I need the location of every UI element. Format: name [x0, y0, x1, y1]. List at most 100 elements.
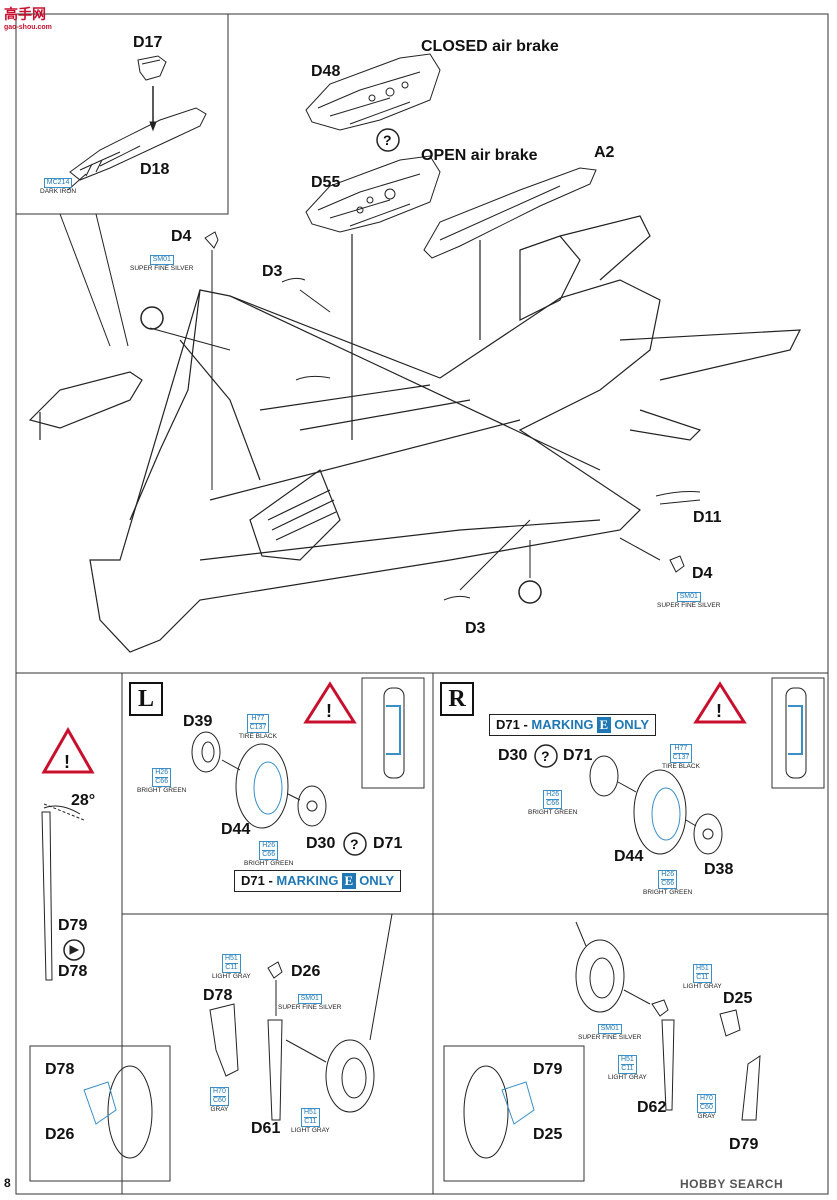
paint-h51-right-b-code2: C11 — [620, 1064, 634, 1072]
part-d26-label: D26 — [291, 963, 321, 980]
paint-sm01-a-name: SUPER FINE SILVER — [130, 265, 194, 272]
paint-h51-right-a-name: LIGHT GRAY — [683, 983, 722, 990]
paint-h77-right-code: H77 — [674, 745, 688, 752]
paint-sm01-b-name: SUPER FINE SILVER — [657, 602, 721, 609]
paint-h70-left-code2: C60 — [213, 1096, 226, 1104]
paint-h51-left-a-name: LIGHT GRAY — [212, 973, 251, 980]
inset-d79-label: D79 — [533, 1061, 563, 1078]
site-logo-text: 高手网 — [4, 6, 46, 22]
part-d3-bottom-label: D3 — [465, 620, 486, 637]
part-d18-label: D18 — [140, 161, 170, 178]
left-side-marker: L — [129, 682, 163, 716]
choice-circles — [343, 744, 558, 856]
paint-sm01-left-gear-code: SM01 — [297, 994, 322, 1004]
marking-left-word: MARKING — [276, 873, 339, 888]
wheel-side-views — [383, 687, 807, 779]
left-wheel-drawing — [191, 731, 327, 829]
inset-d78-label: D78 — [45, 1061, 75, 1078]
paint-h77-right-code2: C137 — [672, 753, 690, 761]
part-d44-right-label: D44 — [614, 848, 644, 865]
site-url: gao-shou.com — [4, 24, 52, 31]
right-side-marker: R — [440, 682, 474, 716]
paint-sm01-right-gear: SM01 SUPER FINE SILVER — [578, 1024, 641, 1042]
intake-parts-drawing — [67, 55, 207, 191]
part-d55-label: D55 — [311, 174, 341, 191]
paint-h51-right-b-name: LIGHT GRAY — [608, 1074, 647, 1081]
airframe-drawing — [28, 215, 801, 653]
paint-mc214: MC214 DARK IRON — [40, 178, 76, 196]
right-gear-drawing — [463, 921, 761, 1159]
paint-h26-right-b-name: BRIGHT GREEN — [643, 889, 693, 896]
paint-h26-left-b-code2: C66 — [262, 850, 276, 858]
paint-h26-right-a-code2: C66 — [546, 799, 560, 807]
paint-h70-right-name: GRAY — [697, 1113, 716, 1120]
paint-mc214-code: MC214 — [43, 178, 73, 188]
strut-angle-label: 28° — [71, 792, 96, 809]
paint-h77-left-code2: C137 — [249, 723, 267, 731]
paint-h26-right-a-name: BRIGHT GREEN — [528, 809, 578, 816]
paint-sm01-right-gear-name: SUPER FINE SILVER — [578, 1034, 642, 1041]
inset-d26-label: D26 — [45, 1126, 75, 1143]
part-d25-label: D25 — [723, 990, 753, 1007]
marking-right-suffix: ONLY — [614, 717, 650, 732]
part-d44-left-label: D44 — [221, 821, 251, 838]
svg-text:!: ! — [64, 752, 70, 772]
svg-text:!: ! — [716, 701, 722, 721]
paint-h26-left-b-code: H26 — [262, 842, 276, 849]
canopy-drawing — [423, 167, 597, 340]
paint-h70-left-name: GRAY — [210, 1106, 229, 1113]
paint-h51-left-b-code: H51 — [303, 1109, 317, 1116]
part-d38-label: D38 — [704, 861, 734, 878]
paint-h51-left-a-code2: C11 — [224, 963, 238, 971]
paint-sm01-b: SM01 SUPER FINE SILVER — [657, 592, 720, 610]
panel-borders — [15, 13, 829, 1195]
paint-mc214-name: DARK IRON — [40, 188, 77, 195]
part-d48-label: D48 — [311, 63, 341, 80]
part-d30-left-label: D30 — [306, 835, 336, 852]
part-d4-top-label: D4 — [171, 228, 192, 245]
paint-h26-right-b-code: H26 — [661, 871, 675, 878]
closed-air-brake-caption: CLOSED air brake — [421, 38, 559, 55]
paint-sm01-right-gear-code: SM01 — [597, 1024, 622, 1034]
paint-sm01-a-code: SM01 — [149, 255, 174, 265]
paint-h77-right-name: TIRE BLACK — [662, 763, 700, 770]
left-gear-drawing — [83, 913, 393, 1159]
paint-h51-right-b-code: H51 — [620, 1056, 634, 1063]
part-d39-label: D39 — [183, 713, 213, 730]
paint-h51-right-a-code2: C11 — [695, 973, 709, 981]
marking-left-suffix: ONLY — [359, 873, 395, 888]
part-d79-angle-label: D79 — [58, 917, 88, 934]
paint-h70-right-code2: C60 — [700, 1103, 713, 1111]
svg-text:?: ? — [350, 836, 359, 852]
paint-h51-left-b-code2: C11 — [303, 1117, 317, 1125]
part-d62-label: D62 — [637, 1099, 667, 1116]
part-d61-label: D61 — [251, 1120, 281, 1137]
paint-h51-left-a-code: H51 — [224, 955, 238, 962]
open-air-brake-caption: OPEN air brake — [421, 147, 538, 164]
part-d71-right-label: D71 — [563, 747, 593, 764]
main-panel-arrows — [59, 213, 701, 604]
paint-h70-right-code: H70 — [700, 1095, 713, 1102]
part-d71-left-label: D71 — [373, 835, 403, 852]
part-d30-right-label: D30 — [498, 747, 528, 764]
page-number: 8 — [4, 1176, 11, 1190]
inset-d25-label: D25 — [533, 1126, 563, 1143]
hobby-search-watermark: HOBBY SEARCH — [680, 1177, 784, 1191]
part-d4-right-label: D4 — [692, 565, 713, 582]
paint-sm01-left-gear-name: SUPER FINE SILVER — [278, 1004, 342, 1011]
paint-h51-right-a-code: H51 — [695, 965, 709, 972]
paint-sm01-left-gear: SM01 SUPER FINE SILVER — [278, 994, 341, 1012]
marking-left-letter: E — [341, 873, 357, 889]
site-logo: 高手网 gao-shou.com — [4, 4, 52, 31]
